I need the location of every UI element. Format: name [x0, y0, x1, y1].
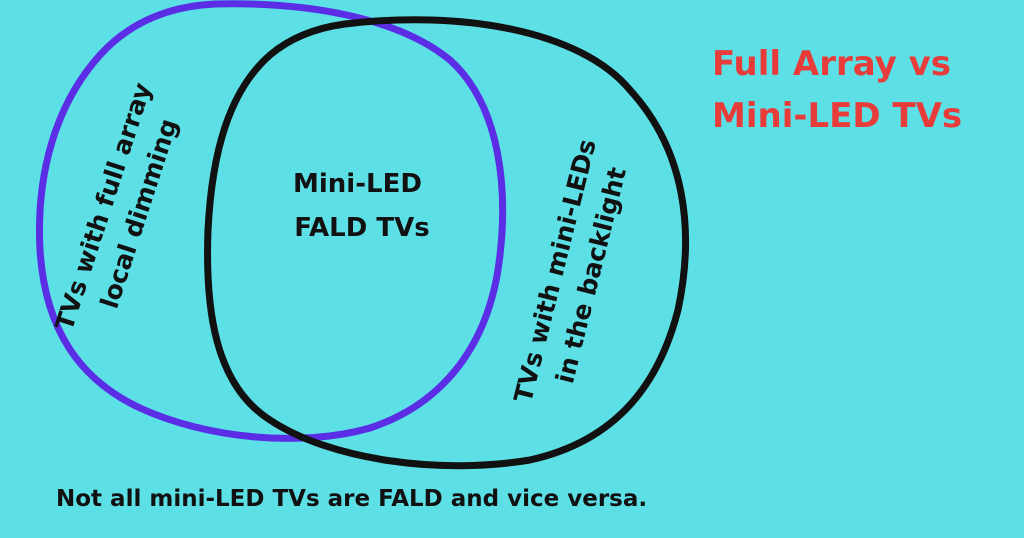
page-title: Full Array vs Mini-LED TVs — [712, 38, 1012, 142]
title-line-1: Full Array vs — [712, 44, 952, 84]
mini-led-set-label: TVs with mini-LEDs in the backlight — [508, 128, 639, 414]
mini-led-set-outline — [204, 16, 689, 470]
full-array-set-label: TVs with full array local dimming — [50, 71, 194, 345]
title-line-2: Mini-LED TVs — [712, 96, 963, 136]
caption: Not all mini-LED TVs are FALD and vice v… — [56, 486, 648, 512]
intersection-label: Mini-LED FALD TVs — [293, 169, 431, 243]
